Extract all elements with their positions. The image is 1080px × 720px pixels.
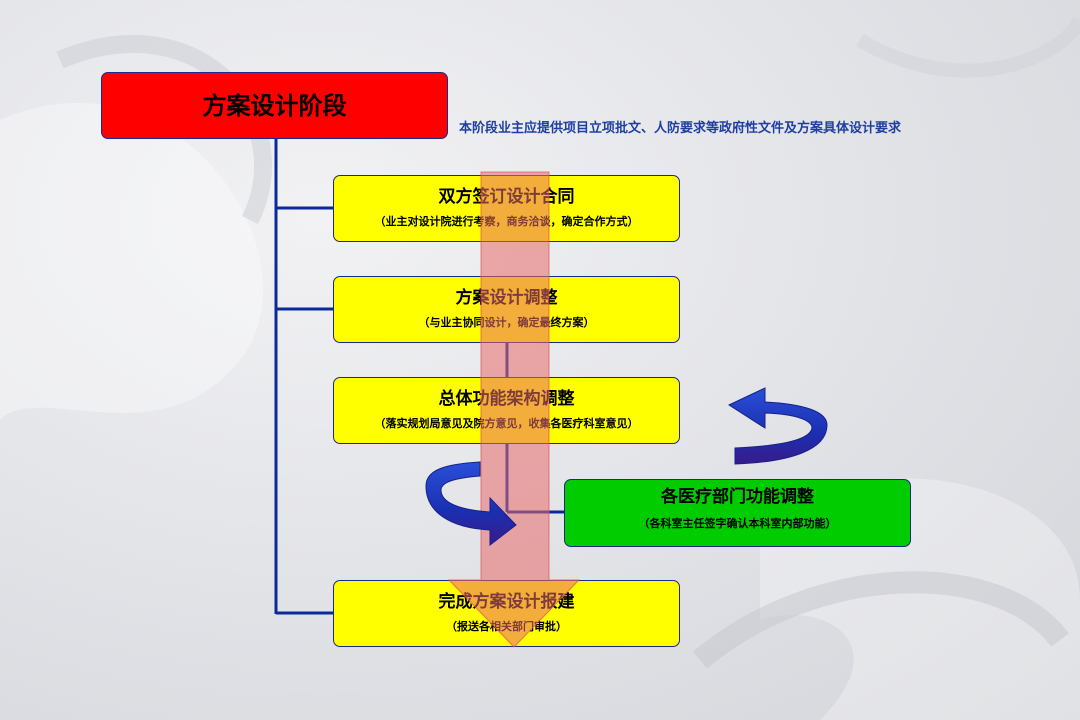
- phase-requirements-note: 本阶段业主应提供项目立项批文、人防要求等政府性文件及方案具体设计要求: [459, 121, 902, 136]
- step-title: 总体功能架构调整: [438, 389, 575, 409]
- step-box-submit-approval: 完成方案设计报建 （报送各相关部门审批）: [333, 580, 680, 647]
- phase-header-box: 方案设计阶段: [101, 72, 448, 139]
- step-box-scheme-adjust: 方案设计调整 （与业主协同设计，确定最终方案）: [333, 276, 680, 343]
- side-step-box-department-adjust: 各医疗部门功能调整 （各科室主任签字确认本科室内部功能）: [564, 479, 911, 547]
- side-step-subtitle: （各科室主任签字确认本科室内部功能）: [638, 517, 837, 530]
- step-box-function-framework: 总体功能架构调整 （落实规划局意见及院方意见，收集各医疗科室意见）: [333, 377, 680, 444]
- step-subtitle: （业主对设计院进行考察，商务洽谈，确定合作方式）: [374, 215, 639, 228]
- side-step-title: 各医疗部门功能调整: [661, 487, 814, 507]
- step-title: 完成方案设计报建: [438, 592, 575, 612]
- phase-title: 方案设计阶段: [202, 92, 347, 120]
- step-title: 双方签订设计合同: [438, 187, 575, 207]
- step-box-sign-contract: 双方签订设计合同 （业主对设计院进行考察，商务洽谈，确定合作方式）: [333, 175, 680, 242]
- step-subtitle: （落实规划局意见及院方意见，收集各医疗科室意见）: [374, 417, 639, 430]
- step-subtitle: （与业主协同设计，确定最终方案）: [418, 316, 595, 329]
- step-subtitle: （报送各相关部门审批）: [446, 620, 567, 633]
- step-title: 方案设计调整: [455, 288, 558, 308]
